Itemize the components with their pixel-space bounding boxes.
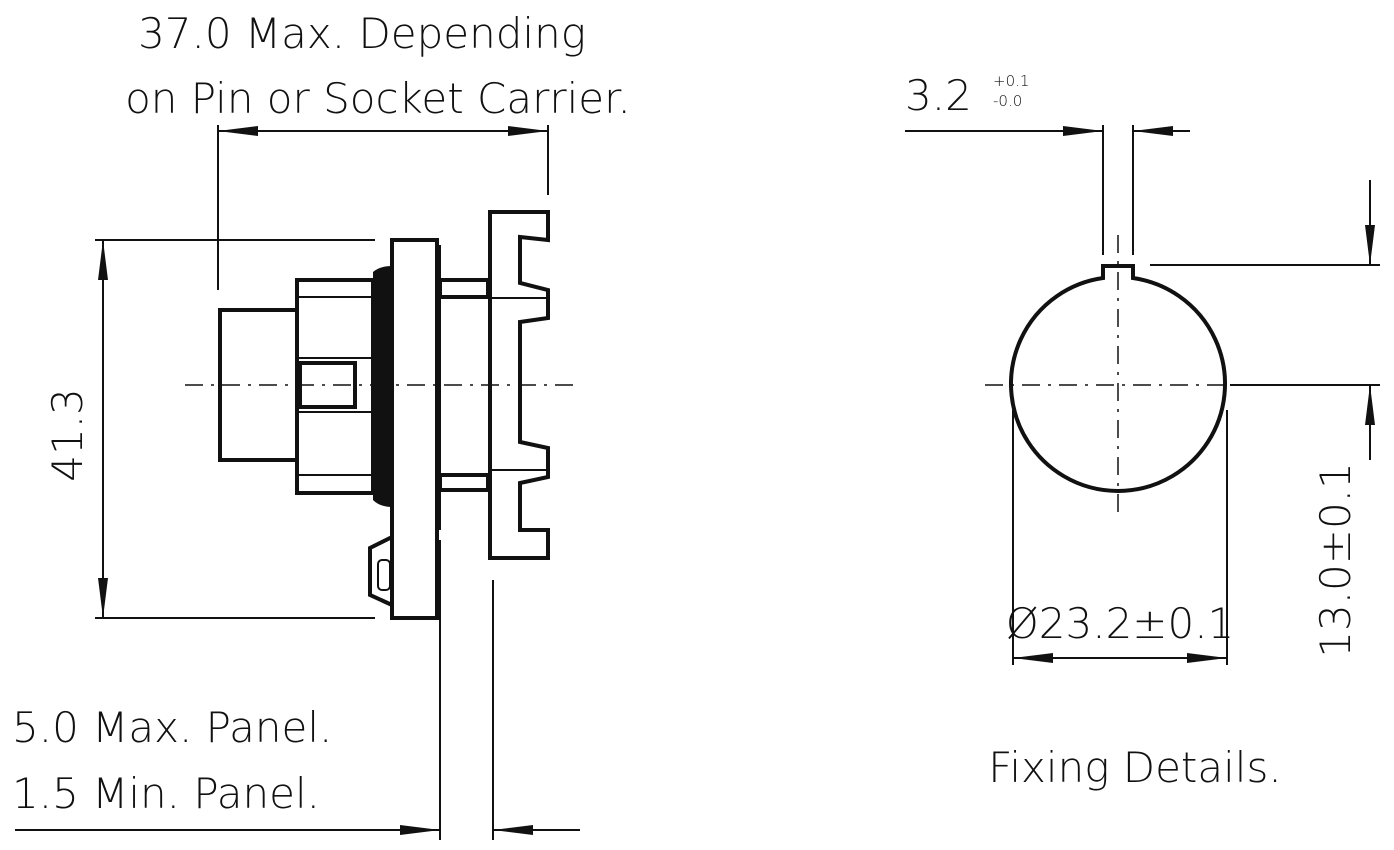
length-dimension-line1: 37.0 Max. Depending — [138, 9, 586, 58]
key-offset-dimension: 13.0±0.1 — [1311, 462, 1360, 658]
retaining-clip — [488, 210, 550, 560]
fixing-details-title: Fixing Details. — [988, 743, 1281, 792]
bolt-upper — [438, 278, 490, 299]
side-view: 37.0 Max. Depending on Pin or Socket Car… — [12, 9, 631, 840]
fixing-details: 3.2 +0.1 -0.0 Ø23.2±0.1 13.0±0.1 Fixing … — [905, 71, 1380, 792]
insert-body — [295, 278, 375, 495]
diameter-dimension: Ø23.2±0.1 — [1006, 599, 1235, 648]
length-dimension-line2: on Pin or Socket Carrier. — [125, 74, 631, 123]
gasket — [373, 266, 392, 507]
flange-plate — [390, 238, 439, 620]
panel-min-label: 1.5 Min. Panel. — [12, 769, 320, 818]
panel-cutout — [1009, 264, 1227, 493]
bolt-lower — [438, 473, 490, 492]
key-tolerance-minus: -0.0 — [993, 92, 1022, 110]
mounting-tab — [368, 535, 393, 607]
height-dimension: 41.3 — [43, 388, 92, 482]
key-width-dimension: 3.2 — [905, 71, 972, 120]
key-tolerance-plus: +0.1 — [993, 72, 1029, 90]
panel-max-label: 5.0 Max. Panel. — [12, 703, 332, 752]
